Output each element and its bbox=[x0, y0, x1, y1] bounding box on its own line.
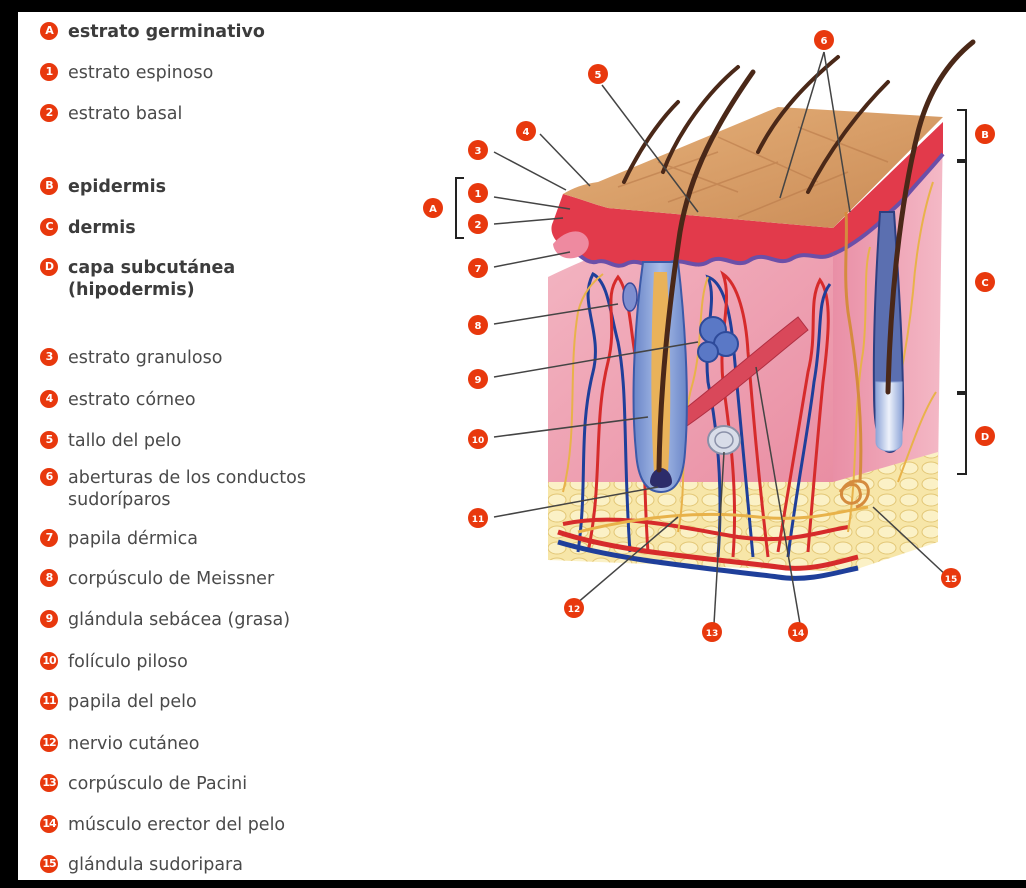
callout-badge: 11 bbox=[468, 508, 488, 528]
leader-line bbox=[494, 197, 570, 209]
callout-badge: 13 bbox=[702, 622, 722, 642]
callout-label: 14 bbox=[792, 629, 805, 639]
callout-badge: 15 bbox=[941, 568, 961, 588]
callout-badge: 12 bbox=[564, 598, 584, 618]
callout-badge: 10 bbox=[468, 429, 488, 449]
callout-badge: 8 bbox=[468, 315, 488, 335]
callout-label: 6 bbox=[821, 36, 828, 47]
callout-label: D bbox=[981, 432, 989, 443]
dermis-front-face bbox=[548, 237, 833, 482]
callout-label: 9 bbox=[475, 375, 482, 386]
callout-label: 12 bbox=[568, 605, 581, 615]
callout-badge: C bbox=[975, 272, 995, 292]
skin-block bbox=[548, 42, 973, 578]
callout-label: 13 bbox=[706, 629, 719, 639]
leader-line bbox=[494, 252, 570, 267]
callout-badge: D bbox=[975, 426, 995, 446]
callout-badge: 2 bbox=[468, 214, 488, 234]
bracket-c bbox=[957, 162, 966, 392]
callout-label: A bbox=[429, 204, 437, 215]
callout-label: 2 bbox=[475, 220, 482, 231]
callout-label: 10 bbox=[472, 436, 485, 446]
callout-label: 5 bbox=[595, 70, 602, 81]
callout-label: 11 bbox=[472, 515, 485, 525]
callout-badge: 6 bbox=[814, 30, 834, 50]
callout-label: C bbox=[981, 278, 988, 289]
bracket-d bbox=[957, 394, 966, 474]
callout-badge: 1 bbox=[468, 183, 488, 203]
callout-badge: 9 bbox=[468, 369, 488, 389]
leader-line bbox=[540, 134, 590, 186]
callout-badge: B bbox=[975, 124, 995, 144]
callout-badge: 3 bbox=[468, 140, 488, 160]
callout-label: 7 bbox=[475, 264, 482, 275]
callout-badge: 14 bbox=[788, 622, 808, 642]
callout-label: 3 bbox=[475, 146, 482, 157]
callout-label: 15 bbox=[945, 575, 958, 585]
bracket-b bbox=[957, 110, 966, 160]
bracket-a bbox=[456, 178, 464, 238]
leader-line bbox=[494, 152, 566, 190]
callout-badge: A bbox=[423, 198, 443, 218]
callout-label: 1 bbox=[475, 189, 482, 200]
pacinian-corpuscle bbox=[708, 426, 740, 454]
skin-cross-section-diagram: A B C D 1 2 3 4 5 6 7 8 9 10 11 12 13 14… bbox=[18, 12, 1026, 880]
meissner-corpuscle bbox=[623, 283, 637, 311]
callout-badge: 5 bbox=[588, 64, 608, 84]
callout-badge: 7 bbox=[468, 258, 488, 278]
callout-label: 4 bbox=[523, 127, 530, 138]
callout-badge: 4 bbox=[516, 121, 536, 141]
callout-label: B bbox=[981, 130, 989, 141]
callout-label: 8 bbox=[475, 321, 482, 332]
